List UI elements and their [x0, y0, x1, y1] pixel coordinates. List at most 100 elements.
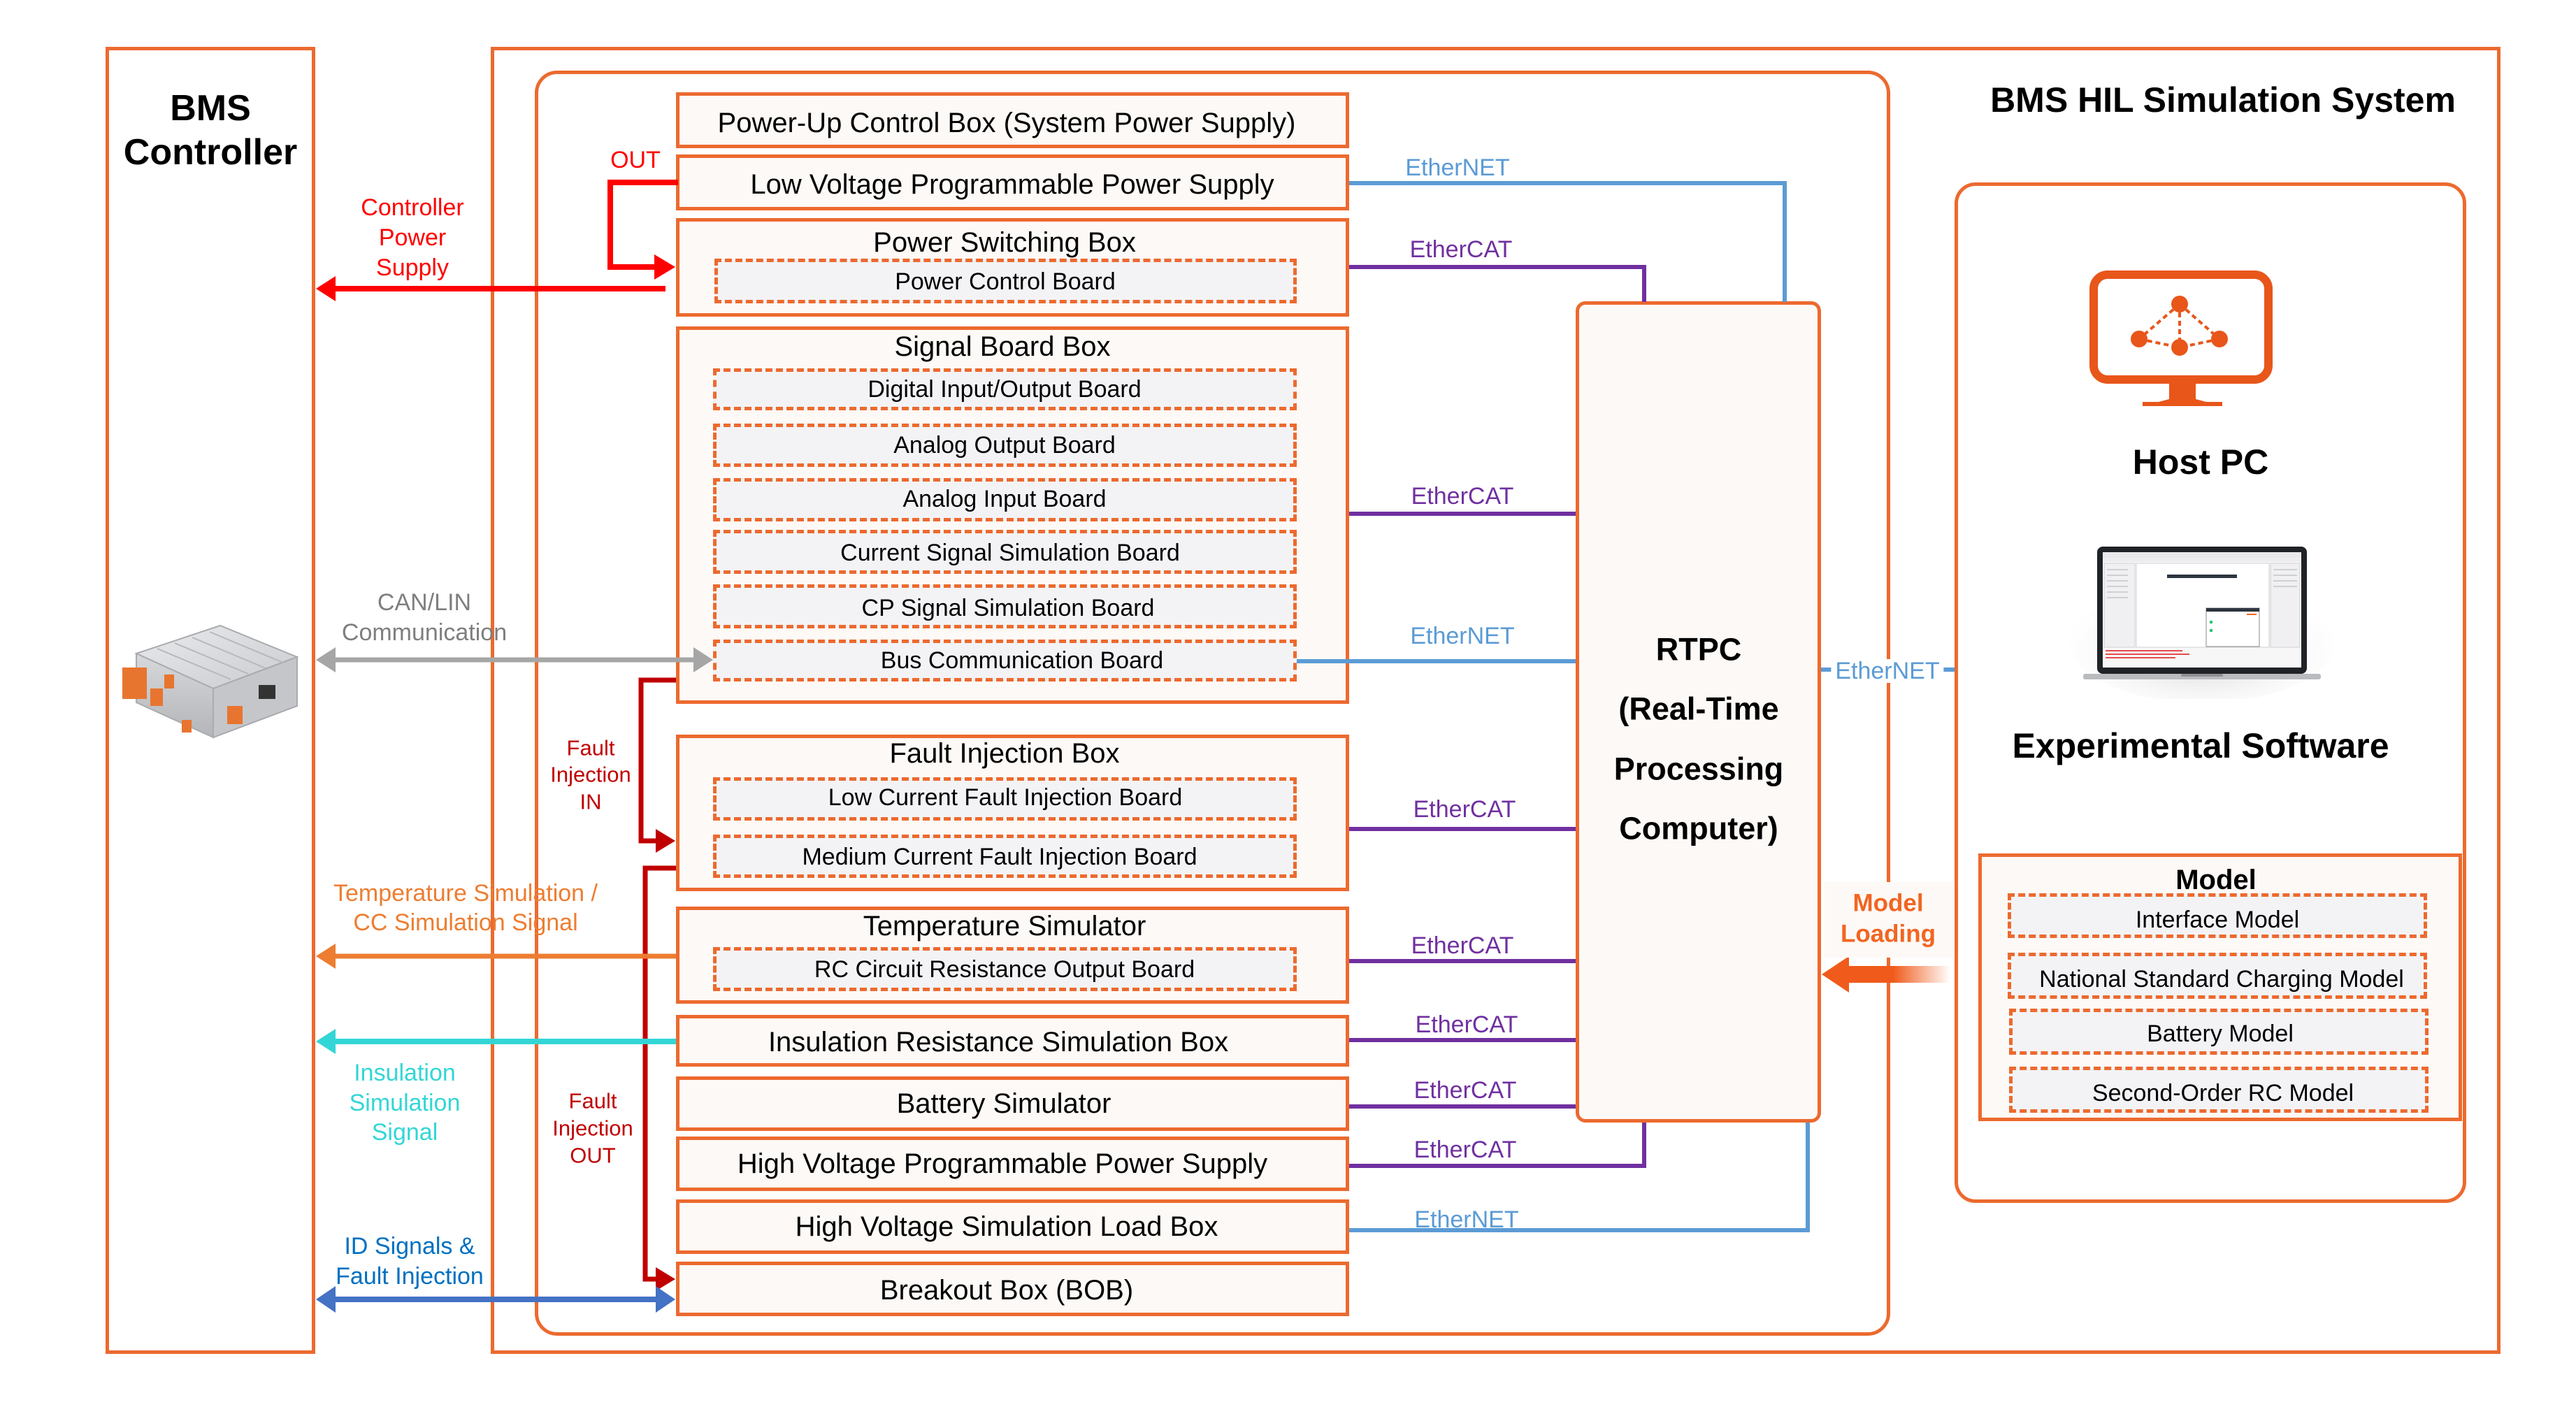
ethernet-label-hv-load: EtherNET	[1414, 1206, 1519, 1233]
controller-power-label-3: Supply	[376, 254, 449, 281]
controller-power-arrowhead	[316, 276, 336, 301]
bms-controller-device-image	[115, 615, 304, 748]
insulation-resistance-box[interactable]	[676, 1015, 1349, 1067]
id-signals-arrowhead-left	[316, 1286, 336, 1313]
bms-device-icon	[122, 624, 299, 739]
can-lin-label-2: Communication	[341, 619, 508, 646]
hil-system-panel	[491, 47, 2501, 1354]
can-lin-label-1: CAN/LIN	[377, 589, 472, 616]
battery-model-label: Battery Model	[2147, 1020, 2294, 1047]
can-lin-arrowhead-left	[316, 647, 336, 672]
model-loading-label-1: Model	[1852, 889, 1924, 917]
rtpc-box[interactable]	[1576, 301, 1821, 1123]
current-signal-simulation-board[interactable]	[713, 530, 1297, 574]
rc-circuit-resistance-output-board[interactable]	[713, 947, 1297, 991]
insulation-arrowhead	[316, 1029, 336, 1054]
low-current-fault-injection-board-label: Low Current Fault Injection Board	[828, 784, 1183, 811]
insulation-resistance-title: Insulation Resistance Simulation Box	[768, 1027, 1229, 1058]
id-signals-label-1: ID Signals &	[344, 1233, 475, 1260]
low-current-fault-injection-board[interactable]	[713, 777, 1297, 821]
ethercat-power-switching-wire	[1349, 265, 1646, 302]
power-up-control-box-title: Power-Up Control Box (System Power Suppl…	[717, 108, 1296, 138]
second-order-rc-model-label: Second-Order RC Model	[2092, 1080, 2354, 1106]
lv-power-supply-title: Low Voltage Programmable Power Supply	[750, 169, 1274, 200]
battery-simulator-title: Battery Simulator	[896, 1088, 1111, 1119]
ethercat-label-fault-injection: EtherCAT	[1413, 796, 1516, 823]
fault-out-arrowhead	[656, 1267, 675, 1291]
analog-input-board-label: Analog Input Board	[902, 486, 1107, 512]
host-pc-label: Host PC	[2132, 442, 2269, 482]
digital-io-board[interactable]	[713, 368, 1297, 410]
ethercat-label-temperature: EtherCAT	[1411, 932, 1514, 959]
digital-io-board-label: Digital Input/Output Board	[868, 376, 1142, 403]
fault-out-wire	[642, 865, 676, 1282]
current-signal-simulation-board-label: Current Signal Simulation Board	[840, 540, 1180, 566]
monitor-network-icon	[2089, 271, 2273, 406]
second-order-rc-model[interactable]	[2009, 1067, 2429, 1113]
ethernet-lv-ps-wire	[1349, 181, 1787, 302]
ethercat-label-signal-board: EtherCAT	[1411, 483, 1514, 510]
bus-communication-board-label: Bus Communication Board	[880, 647, 1164, 674]
interface-model[interactable]	[2008, 893, 2427, 938]
ethercat-label-power-switching: EtherCAT	[1409, 236, 1513, 263]
power-up-control-box[interactable]	[676, 92, 1349, 148]
id-signals-arrowhead-right	[656, 1286, 675, 1313]
hv-power-supply-title: High Voltage Programmable Power Supply	[737, 1148, 1268, 1179]
model-loading-arrow-shaft	[1845, 966, 1950, 983]
fault-in-wire	[638, 677, 676, 844]
temp-cc-arrowhead	[316, 944, 336, 969]
power-control-board[interactable]	[714, 259, 1297, 303]
rtpc-line-3: Processing	[1613, 751, 1784, 787]
bms-controller-title-line1: BMS	[170, 88, 251, 129]
lv-out-arrowhead	[654, 254, 675, 280]
cp-signal-simulation-board[interactable]	[713, 584, 1297, 628]
model-loading-label-2: Loading	[1840, 920, 1936, 948]
analog-output-board[interactable]	[713, 424, 1297, 467]
fault-out-label-3: OUT	[570, 1143, 616, 1168]
lv-power-supply-box[interactable]	[676, 154, 1349, 210]
bus-communication-board[interactable]	[713, 640, 1297, 681]
temp-cc-label-1: Temperature Simulation /	[333, 880, 598, 907]
battery-simulator-box[interactable]	[676, 1076, 1349, 1131]
national-standard-charging-model-label: National Standard Charging Model	[2039, 966, 2404, 993]
rtpc-line-4: Computer)	[1619, 810, 1778, 846]
national-standard-charging-model[interactable]	[2008, 953, 2427, 999]
power-control-board-label: Power Control Board	[895, 268, 1116, 295]
interface-model-label: Interface Model	[2135, 907, 2300, 933]
rtpc-line-2: (Real-Time	[1618, 691, 1779, 727]
rc-circuit-resistance-output-board-label: RC Circuit Resistance Output Board	[814, 956, 1195, 983]
id-signals-label-2: Fault Injection	[336, 1263, 484, 1290]
hv-power-supply-box[interactable]	[676, 1137, 1349, 1191]
analog-output-board-label: Analog Output Board	[893, 432, 1116, 459]
host-pc-panel	[1955, 182, 2466, 1203]
model-loading-arrowhead	[1822, 956, 1849, 993]
hv-load-title: High Voltage Simulation Load Box	[795, 1211, 1218, 1242]
breakout-box[interactable]	[676, 1262, 1349, 1316]
hv-load-box[interactable]	[676, 1199, 1349, 1254]
signal-board-box-title: Signal Board Box	[894, 331, 1111, 362]
medium-current-fault-injection-board[interactable]	[713, 835, 1297, 878]
ethercat-label-hv-power-supply: EtherCAT	[1413, 1137, 1517, 1163]
fault-in-label-1: Fault	[566, 735, 615, 760]
insulation-label-1: Insulation	[354, 1060, 456, 1086]
bms-controller-title-line2: Controller	[123, 132, 298, 173]
laptop-icon	[2069, 547, 2335, 702]
battery-model[interactable]	[2009, 1009, 2429, 1055]
experimental-software-laptop[interactable]	[2069, 538, 2335, 702]
out-label: OUT	[610, 147, 661, 173]
fault-out-label-2: Injection	[552, 1116, 633, 1141]
temperature-simulator-title: Temperature Simulator	[863, 911, 1146, 942]
analog-input-board[interactable]	[713, 478, 1297, 521]
ethercat-label-battery: EtherCAT	[1413, 1077, 1517, 1104]
insulation-label-2: Simulation	[349, 1090, 461, 1116]
cp-signal-simulation-board-label: CP Signal Simulation Board	[861, 595, 1155, 621]
fault-injection-box-title: Fault Injection Box	[889, 738, 1120, 769]
fault-in-arrowhead	[656, 829, 675, 853]
rtpc-line-1: RTPC	[1655, 631, 1742, 668]
ethercat-label-insulation: EtherCAT	[1415, 1011, 1518, 1038]
controller-power-label-1: Controller	[361, 194, 464, 221]
fault-out-label-1: Fault	[568, 1088, 617, 1113]
model-loading-label-bg	[1825, 882, 1954, 958]
hardware-rack-container	[535, 71, 1890, 1336]
